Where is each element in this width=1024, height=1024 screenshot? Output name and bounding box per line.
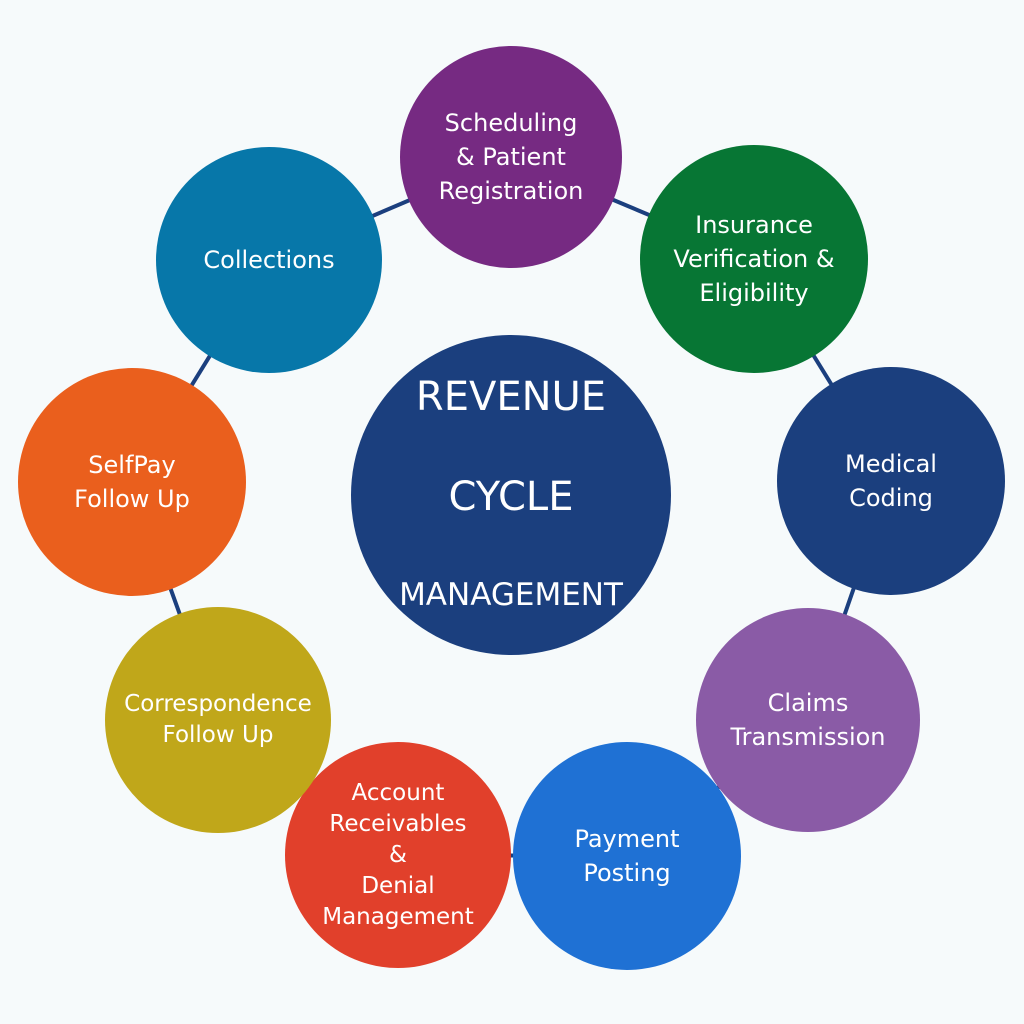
node-selfpay-follow-up: SelfPay Follow Up xyxy=(18,368,246,596)
node-collections: Collections xyxy=(156,147,382,373)
node-selfpay-label: SelfPay Follow Up xyxy=(74,451,190,513)
node-scheduling-label: Scheduling & Patient Registration xyxy=(438,109,584,205)
center-revenue-cycle-management: REVENUE CYCLE MANAGEMENT xyxy=(351,335,671,655)
node-coding-label: Medical Coding xyxy=(845,450,937,512)
center-title-line3: MANAGEMENT xyxy=(399,577,623,613)
node-scheduling-patient-registration: Scheduling & Patient Registration xyxy=(400,46,622,268)
node-collections-label: Collections xyxy=(203,246,335,274)
node-claims-transmission: Claims Transmission xyxy=(696,608,920,832)
node-correspondence-follow-up: Correspondence Follow Up xyxy=(105,607,331,833)
node-account-receivables-denial-management: Account Receivables & Denial Management xyxy=(285,742,511,968)
node-correspondence-label: Correspondence Follow Up xyxy=(124,691,312,748)
center-title-line2: CYCLE xyxy=(448,474,574,520)
center-label: REVENUE CYCLE MANAGEMENT xyxy=(399,322,623,668)
node-payment-posting: Payment Posting xyxy=(513,742,741,970)
center-title-line1: REVENUE xyxy=(415,374,607,420)
node-insurance-verification: Insurance Verification & Eligibility xyxy=(640,145,868,373)
node-medical-coding: Medical Coding xyxy=(777,367,1005,595)
node-insurance-label: Insurance Verification & Eligibility xyxy=(673,211,835,307)
node-claims-label: Claims Transmission xyxy=(730,689,886,751)
node-ar-label: Account Receivables & Denial Management xyxy=(322,779,474,930)
node-payment-label: Payment Posting xyxy=(574,825,680,887)
